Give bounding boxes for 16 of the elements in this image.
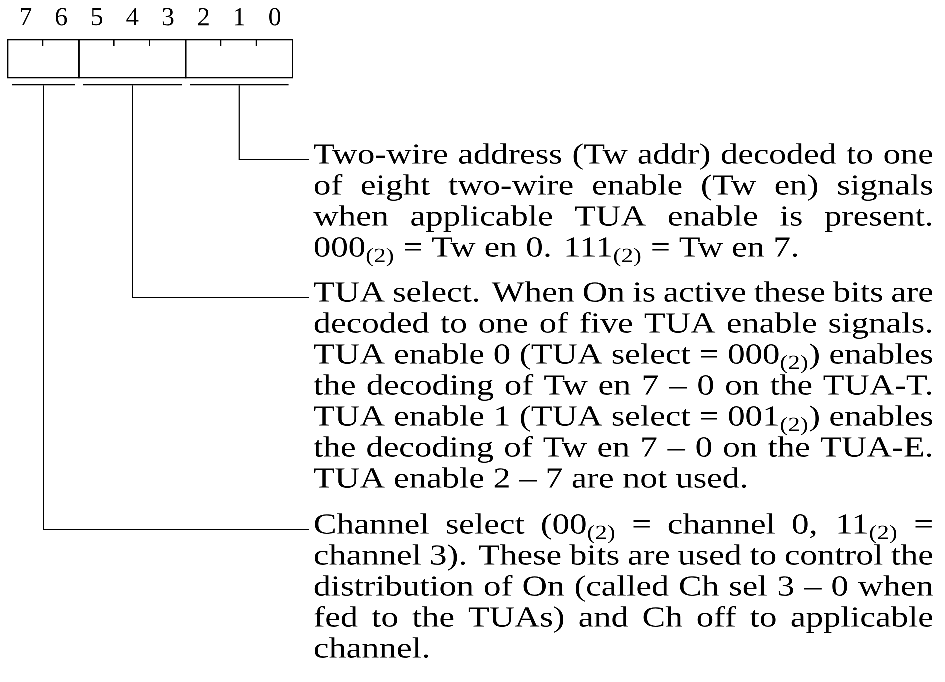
bit-field: [185, 39, 294, 79]
bit-number: 2: [198, 8, 209, 26]
bit-number: 6: [56, 8, 68, 26]
bit-field: [78, 39, 187, 79]
description-text: TUA select. When On is active these bits are decoded to one of five TUA enable signals. TUA enable 0 (TUA select = 000$_{(2)}$) enables the decoding of Tw en 7 – 0 on the TUA-T. TUA enable 1 (TUA select = 001$_{(2)}$) enables the decoding of Tw en 7 – 0 on the TUA-E. TUA enable 2 – 7 are not used.: [314, 282, 932, 488]
leader-line: [43, 86, 309, 531]
bit-number: 1: [235, 8, 244, 26]
leader-line: [238, 86, 309, 161]
description-text: Channel select (00$_{(2)}$ = channel 0, 11$_{(2)}$ = channel 3). These bits are used to control the distribution of On (called Ch sel 3 – 0 when fed to the TUAs) and Ch off to applicable channel.: [314, 514, 934, 658]
leader-line: [132, 86, 309, 299]
bit-field: [7, 39, 80, 79]
bit-number: 7: [21, 8, 32, 26]
bit-number: 4: [126, 8, 139, 26]
bit-number: 3: [162, 8, 174, 26]
description-text: Two-wire address (Tw addr) decoded to one of eight two-wire enable (Tw en) signals when applicable TUA enable is present. 000$_{(2)}$ = Tw en 0. 111$_{(2)}$ = Tw en 7.: [314, 144, 932, 267]
bit-number: 5: [92, 8, 102, 26]
